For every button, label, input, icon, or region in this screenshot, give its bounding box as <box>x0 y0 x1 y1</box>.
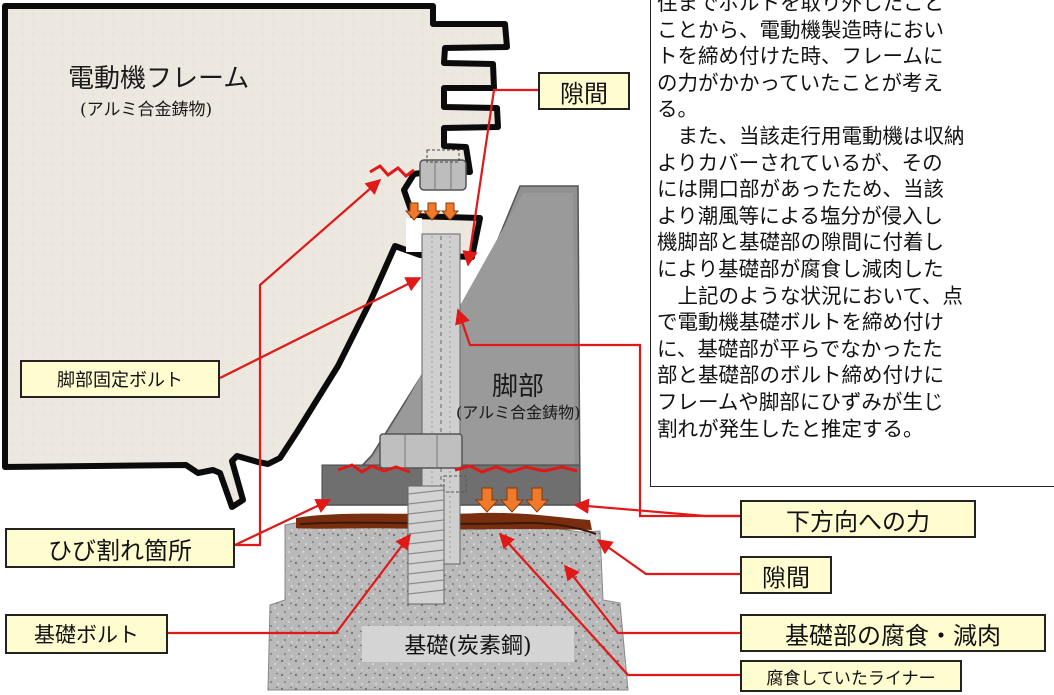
downward-arrows-base <box>474 487 550 513</box>
leader-gap-top <box>462 88 538 267</box>
callout-leg-bolt: 脚部固定ボルト <box>20 360 220 398</box>
note-line: る。 <box>657 97 698 122</box>
callout-corroded-liner-text: 腐食していたライナー <box>766 668 936 689</box>
leader-foundation-bolt <box>168 533 411 635</box>
leader-downward-force-b <box>573 498 740 518</box>
note-line: で電動機基礎ボルトを締め付け <box>657 310 944 335</box>
note-line: には開口部があったため、当該 <box>657 177 944 202</box>
note-line: よりカバーされているが、その <box>657 150 943 175</box>
note-line: により基礎部が腐食し減肉した <box>657 256 944 281</box>
note-line: の力がかかっていたことが考え <box>657 70 943 95</box>
top-gap <box>406 218 422 252</box>
leader-crack-frame <box>235 178 382 547</box>
explanation-note: 住までボルトを取り外したことことから、電動機製造時においトを締め付けた時、フレー… <box>650 0 1054 487</box>
callout-corroded-liner: 腐食していたライナー <box>740 660 962 692</box>
explanation-note-lines: 住までボルトを取り外したことことから、電動機製造時においトを締め付けた時、フレー… <box>657 0 965 442</box>
downward-arrows-top <box>404 202 460 221</box>
leg-label: 脚部 <box>492 372 545 402</box>
foundation-label: 基礎(炭素鋼) <box>362 626 574 662</box>
callout-crack-location-text: ひび割れ箇所 <box>48 536 192 565</box>
foundation-bolt <box>407 485 445 605</box>
note-line: 機脚部と基礎部の隙間に付着し <box>657 230 944 255</box>
leader-lines <box>168 88 740 677</box>
callout-gap-top: 隙間 <box>538 72 630 110</box>
leg-bolt-head <box>419 149 467 191</box>
callout-foundation-bolt-text: 基礎ボルト <box>34 623 139 647</box>
note-line: トを締め付けた時、フレームに <box>657 44 944 69</box>
note-line: 部と基礎部のボルト締め付けに <box>657 363 944 388</box>
note-line: フレームや脚部にひずみが生じ <box>657 389 944 414</box>
note-line: 住までボルトを取り外したこと <box>657 0 944 15</box>
leader-liner <box>498 532 740 677</box>
motor-frame-label: 電動機フレーム <box>68 64 250 94</box>
note-line: に、基礎部が平らでなかったた <box>657 336 943 361</box>
foundation-bolt-nut <box>379 433 467 493</box>
callout-crack-location: ひび割れ箇所 <box>5 528 235 568</box>
leader-crack-base <box>234 498 332 546</box>
leg-material-label: (アルミ合金鋳物) <box>456 403 581 422</box>
leader-downward-force <box>455 308 740 518</box>
motor-frame-material-label: (アルミ合金鋳物) <box>80 100 213 120</box>
note-line: 上記のような状況において、点 <box>657 283 963 308</box>
leader-gap-bottom <box>596 539 740 576</box>
callout-foundation-bolt: 基礎ボルト <box>5 614 168 654</box>
callout-gap-top-text: 隙間 <box>560 79 608 108</box>
note-line: より潮風等による塩分が侵入し <box>657 203 943 228</box>
crack-lines <box>337 164 578 474</box>
callout-leg-bolt-text: 脚部固定ボルト <box>57 370 183 391</box>
leader-leg-bolt <box>219 277 422 379</box>
foundation-label-text: 基礎(炭素鋼) <box>404 634 532 659</box>
callout-corrosion-text: 基礎部の腐食・減肉 <box>785 621 1001 650</box>
callout-downward-force: 下方向への力 <box>740 500 976 538</box>
note-line: 割れが発生したと推定する。 <box>657 416 924 441</box>
note-line: また、当該走行用電動機は収納 <box>657 123 965 148</box>
callout-gap-bottom: 隙間 <box>740 556 832 594</box>
callout-corrosion: 基礎部の腐食・減肉 <box>740 614 1046 652</box>
note-line: ことから、電動機製造時におい <box>657 17 944 42</box>
callout-downward-force-text: 下方向への力 <box>786 507 930 536</box>
leader-corrosion <box>564 564 740 635</box>
callout-gap-bottom-text: 隙間 <box>762 563 810 592</box>
